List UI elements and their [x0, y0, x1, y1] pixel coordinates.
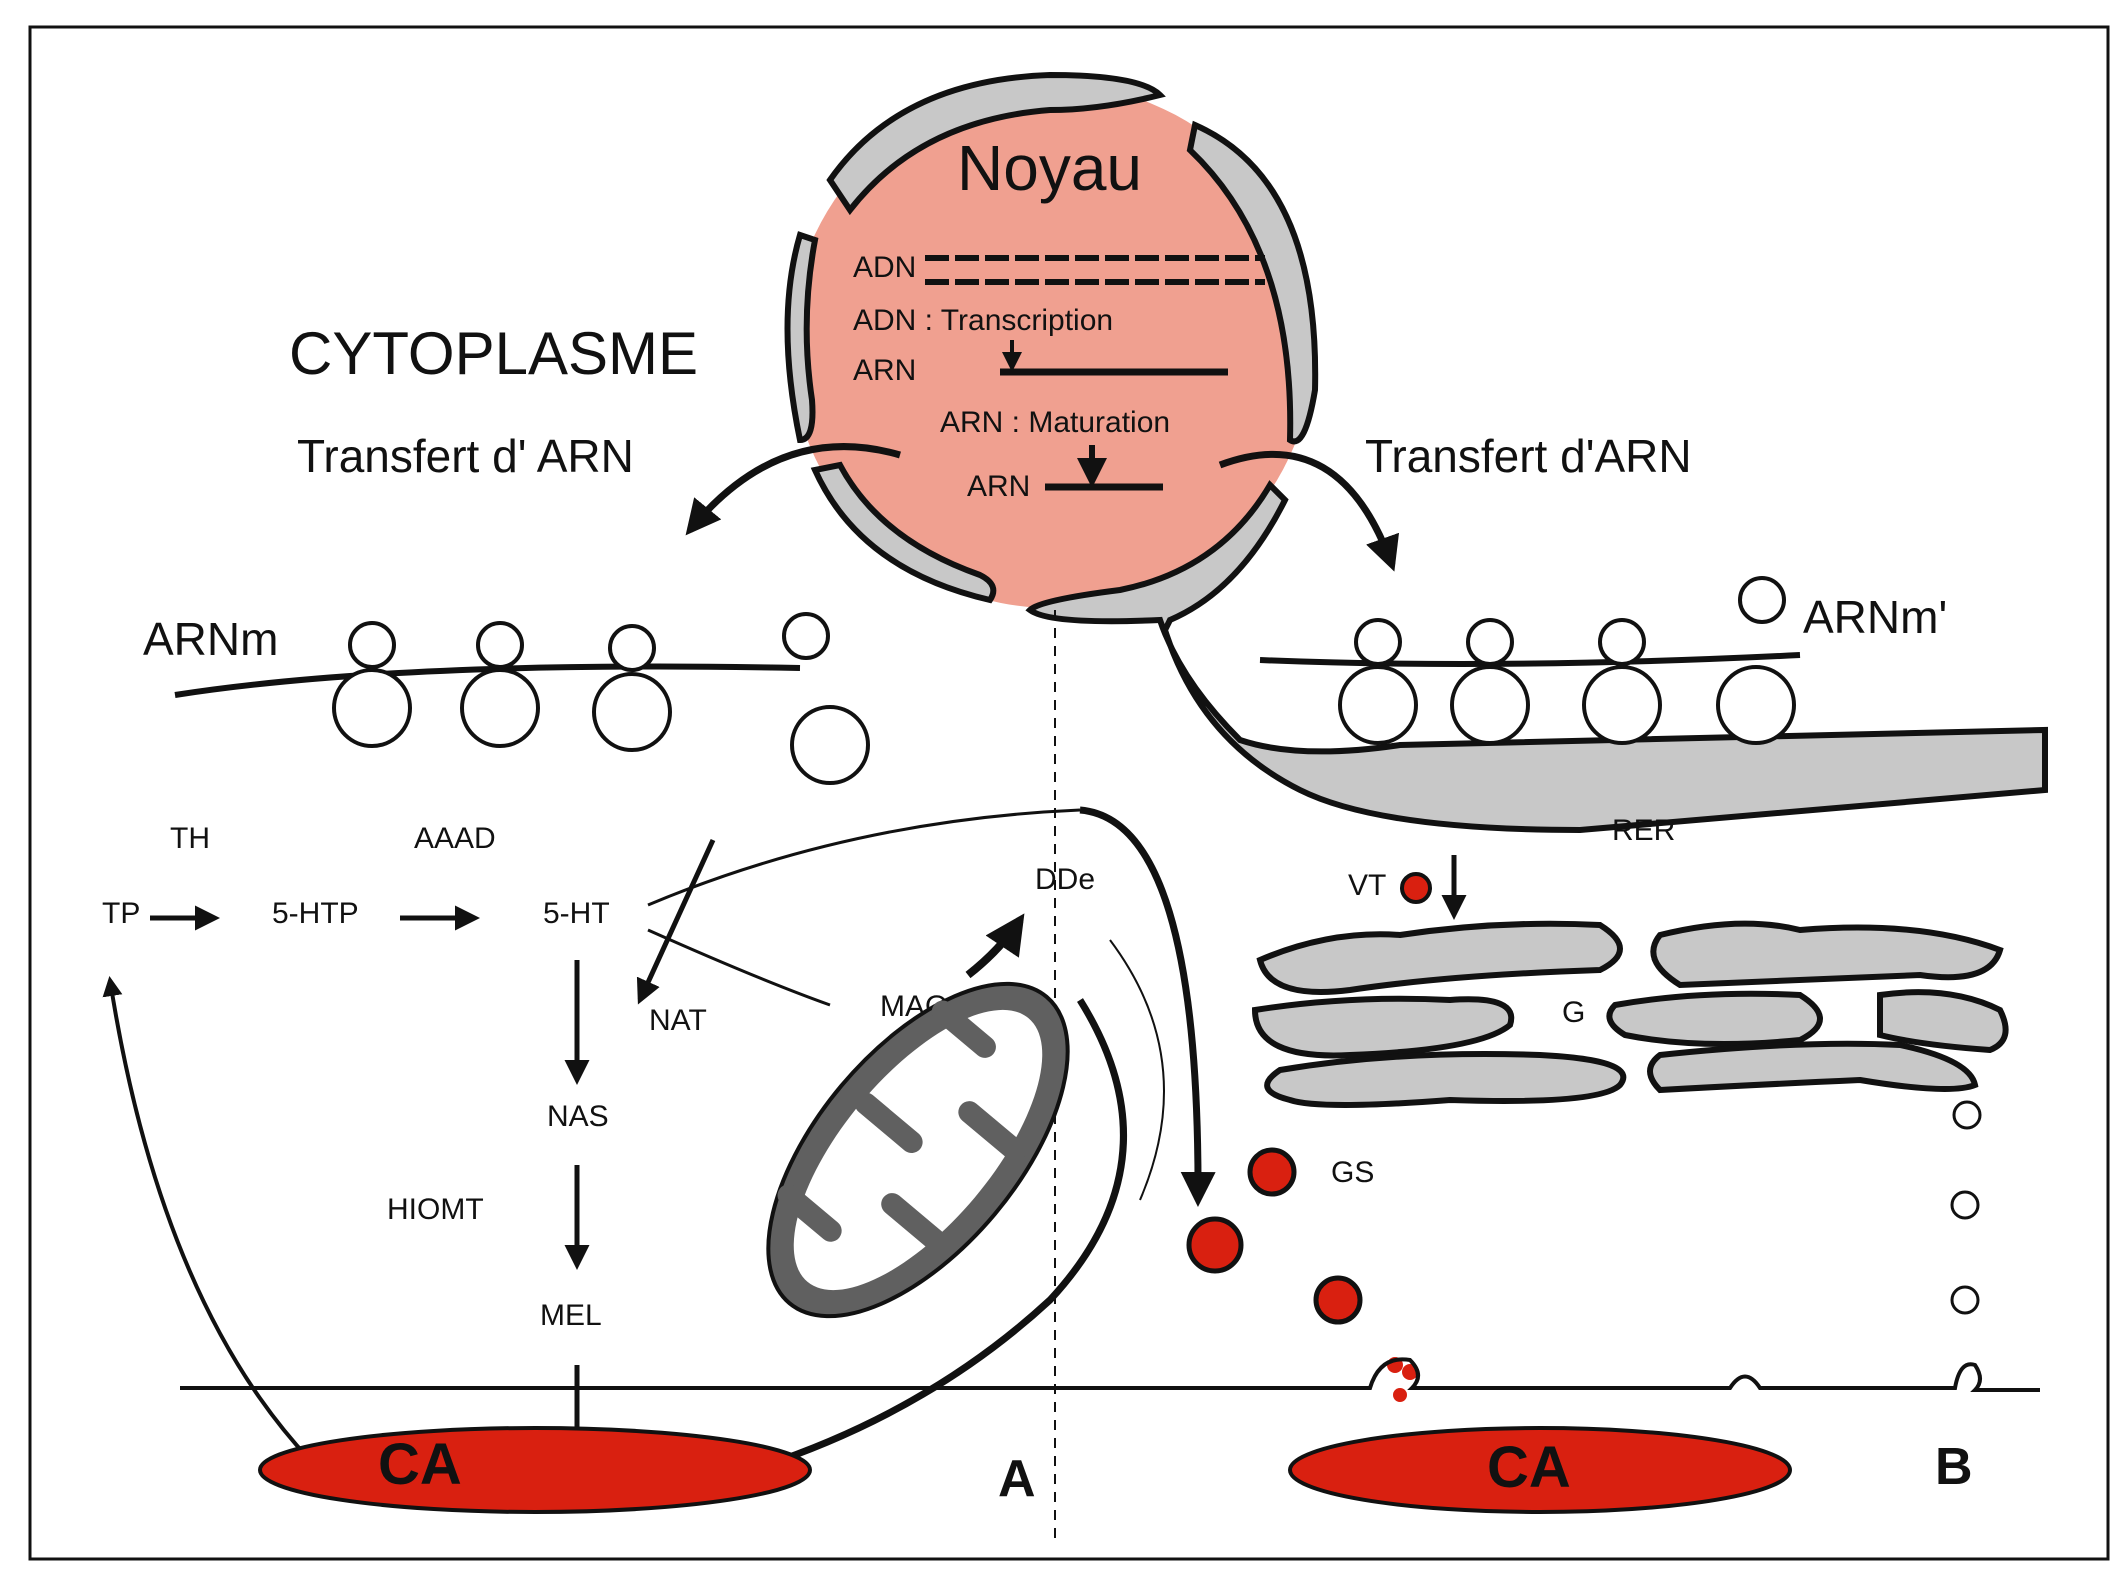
ribosomes-left	[332, 612, 870, 785]
golgi-label: G	[1562, 996, 1585, 1029]
transfer-right-arrow	[1218, 450, 1400, 572]
rna-label-2: ARN	[967, 470, 1030, 503]
vt-label: VT	[1348, 869, 1386, 902]
ca-left-label: CA	[378, 1432, 462, 1497]
hiomt-label: HIOMT	[387, 1193, 484, 1226]
secretory-granules	[1186, 1100, 1982, 1402]
mel-label: MEL	[540, 1299, 602, 1332]
ca-left	[258, 1426, 812, 1514]
panel-a-label: A	[998, 1450, 1036, 1508]
panel-b-label: B	[1935, 1438, 1973, 1496]
rer-label: RER	[1612, 814, 1675, 847]
transfer-left-arrow	[685, 443, 901, 536]
gs-label: GS	[1331, 1156, 1374, 1189]
ca-right	[1288, 1426, 1792, 1514]
maturation-label: ARN : Maturation	[940, 406, 1170, 439]
5ht-label: 5-HT	[543, 897, 610, 930]
th-label: TH	[170, 822, 210, 855]
nucleus-title: Noyau	[957, 132, 1142, 204]
golgi	[1251, 920, 2009, 1108]
aaad-label: AAAD	[414, 822, 496, 855]
dde-label: DDe	[1035, 863, 1095, 896]
5htp-label: 5-HTP	[272, 897, 359, 930]
ca-right-label: CA	[1487, 1435, 1571, 1500]
dna-label: ADN	[853, 251, 916, 284]
mrna-left-label: ARNm	[143, 613, 278, 665]
transfer-right-label: Transfert d'ARN	[1365, 430, 1692, 482]
nat-label: NAT	[649, 1004, 707, 1037]
cytoplasm-title: CYTOPLASME	[289, 320, 698, 387]
nucleus	[784, 71, 2048, 834]
rna-label-1: ARN	[853, 354, 916, 387]
tp-label: TP	[102, 897, 140, 930]
transcription-label: ADN : Transcription	[853, 304, 1113, 337]
mitochondrion	[766, 981, 1070, 1319]
ribosomes-right	[1338, 576, 1796, 745]
plasma-membrane	[180, 1357, 2040, 1392]
transfer-left-label: Transfert d' ARN	[297, 430, 634, 482]
mrna-right-label: ARNm'	[1803, 591, 1947, 643]
nas-label: NAS	[547, 1100, 609, 1133]
